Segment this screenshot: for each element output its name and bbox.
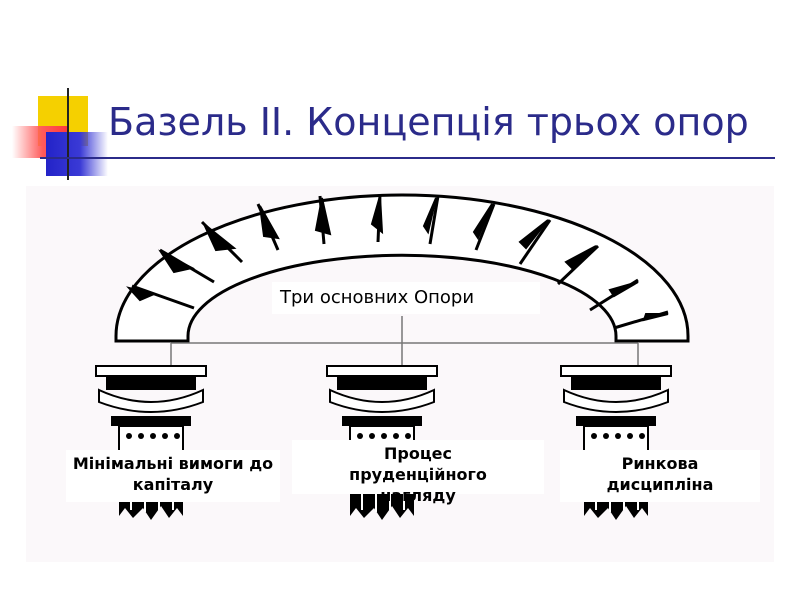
slide-title: Базель II. Концепція трьох опор <box>108 100 749 144</box>
connector-lines <box>170 316 639 366</box>
pillar-label-market: Ринкова дисципліна <box>560 450 760 502</box>
arch <box>114 193 690 343</box>
arch-label: Три основних Опори <box>272 282 540 314</box>
pillar-label-supervision: Процес пруденційного нагляду <box>292 440 544 505</box>
decor-blue-square <box>46 132 108 176</box>
pillar-label-capital: Мінімальні вимоги до капіталу <box>66 450 280 502</box>
decor-vertical-line <box>67 88 69 180</box>
title-underline <box>40 157 775 159</box>
